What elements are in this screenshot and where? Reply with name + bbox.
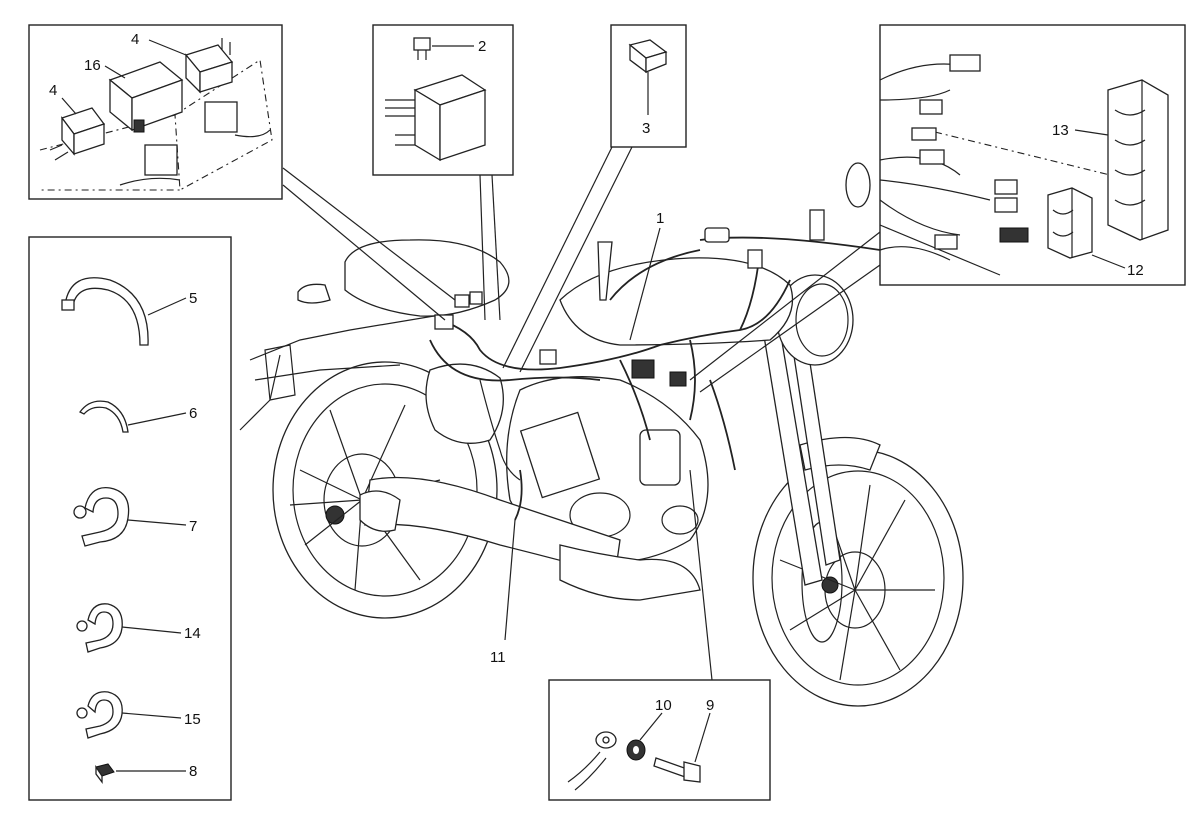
relay-icon: [184, 38, 234, 94]
callout-14: 14: [184, 625, 201, 642]
callout-1: 1: [656, 210, 664, 227]
side-cover: [425, 363, 504, 444]
front-wheel: [752, 436, 964, 707]
tail-light: [297, 283, 331, 304]
callout-4-left: 4: [49, 82, 57, 99]
callout-10: 10: [655, 697, 672, 714]
cable-clip-medium-icon: [76, 603, 123, 653]
callout-11: 11: [490, 649, 506, 666]
relay-icon: [49, 107, 106, 161]
large-connector-holder-icon: [1107, 79, 1169, 241]
cable-tie-long-icon: [61, 277, 149, 346]
rear-frame: [239, 314, 441, 431]
callout-16: 16: [84, 57, 101, 74]
callout-3: 3: [642, 120, 650, 137]
cable-tie-short-icon: [79, 400, 129, 433]
callout-5: 5: [189, 290, 197, 307]
connector-icon: [911, 54, 1029, 250]
exhaust: [359, 476, 701, 601]
washer-icon: [626, 739, 646, 761]
motorcycle-illustration: [239, 162, 964, 707]
callout-13: 13: [1052, 122, 1069, 139]
inset-relays: 4 16 4: [28, 24, 283, 200]
handlebar: [597, 209, 881, 301]
inset-connector-cap: 3: [610, 24, 687, 148]
headlight: [776, 162, 871, 366]
inset-connector-holders: 13 12: [879, 24, 1186, 286]
callout-7: 7: [189, 518, 197, 535]
clip-nut-icon: [95, 763, 115, 784]
relay-socket-icon: [119, 101, 271, 186]
connector-cap-icon: [628, 39, 668, 74]
fuse-icon: [413, 37, 431, 60]
cable-clip-icon: [73, 487, 130, 547]
engine: [506, 376, 709, 564]
callout-8: 8: [189, 763, 197, 780]
callout-9: 9: [706, 697, 714, 714]
ground-cable-icon: [567, 731, 617, 791]
callout-4-top: 4: [131, 31, 139, 48]
flasher-unit-icon: [108, 61, 184, 133]
leader-lines: [282, 146, 881, 681]
wiring-harness: [429, 249, 791, 521]
callout-15: 15: [184, 711, 201, 728]
cable-clip-small-icon: [76, 691, 123, 739]
screw-icon: [653, 757, 701, 783]
inset-ground-screw: 10 9: [548, 679, 771, 801]
callout-12: 12: [1127, 262, 1144, 279]
fuse-box-icon: [385, 74, 487, 162]
inset-ties-and-clips: 5 6 7 14 15 8: [28, 236, 232, 801]
callout-2: 2: [478, 38, 486, 55]
inset-fuse: 2: [372, 24, 514, 176]
fuel-tank: [559, 257, 794, 346]
small-connector-holder-icon: [1047, 187, 1093, 259]
callout-6: 6: [189, 405, 197, 422]
